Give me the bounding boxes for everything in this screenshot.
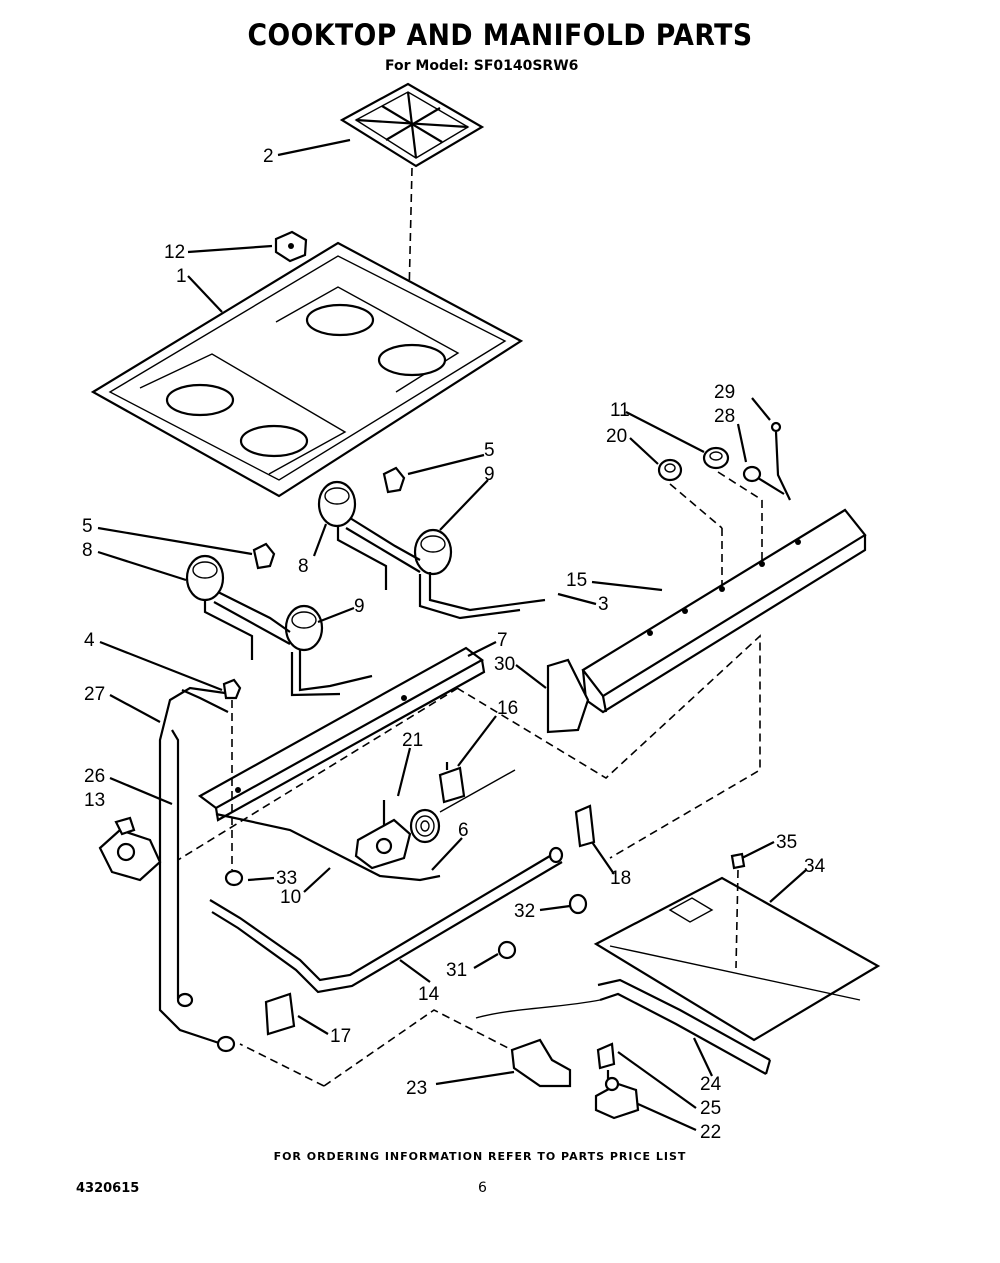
fitting-part-32 — [568, 893, 588, 915]
callout-23: 23 — [406, 1078, 427, 1099]
valve-part-21 — [354, 800, 412, 870]
callout-3: 3 — [598, 594, 609, 615]
burner-assembly-right — [317, 466, 546, 620]
callout-13: 13 — [84, 790, 105, 811]
callout-28: 28 — [714, 406, 735, 427]
bracket-part-18 — [574, 804, 596, 848]
knob-guide-line-1 — [669, 483, 723, 529]
leader-lines — [97, 138, 807, 1132]
callout-4: 4 — [84, 630, 95, 651]
knob-guide-line-2 — [717, 471, 763, 501]
cooktop-part-1 — [90, 241, 524, 498]
tube-end-fitting — [216, 1035, 236, 1053]
callout-7: 7 — [497, 630, 508, 651]
lower-guide-2 — [239, 1043, 325, 1087]
callout-31: 31 — [446, 960, 467, 981]
callout-34: 34 — [804, 856, 826, 877]
manifold-pipe-part-10 — [215, 812, 441, 882]
page-number: 6 — [478, 1180, 487, 1196]
callout-18: 18 — [610, 868, 631, 889]
safety-valve-parts-25-22 — [594, 1042, 640, 1120]
callout-27: 27 — [84, 684, 105, 705]
callout-1: 1 — [176, 266, 187, 287]
callout-5-left: 5 — [82, 516, 93, 537]
lower-manifold-part-14 — [209, 846, 564, 994]
callout-30: 30 — [494, 654, 515, 675]
callout-15: 15 — [566, 570, 587, 591]
ordering-note: FOR ORDERING INFORMATION REFER TO PARTS … — [273, 1150, 687, 1163]
callout-26: 26 — [84, 766, 105, 787]
document-number: 4320615 — [76, 1181, 140, 1196]
bracket-part-12 — [274, 230, 308, 263]
callout-17: 17 — [330, 1026, 351, 1047]
page-title: COOKTOP AND MANIFOLD PARTS — [247, 18, 753, 52]
oven-burner-part-24 — [597, 978, 772, 1075]
oven-frame-guide — [456, 634, 761, 859]
callout-16: 16 — [497, 698, 518, 719]
support-bar-part-7 — [197, 646, 486, 822]
bracket-part-30 — [546, 658, 590, 734]
lower-guide — [323, 1009, 513, 1087]
nut-part-4 — [222, 678, 242, 700]
igniter-part-23 — [475, 999, 601, 1088]
frame-guide-2 — [177, 687, 459, 861]
callout-29: 29 — [714, 382, 735, 403]
callout-33: 33 — [276, 868, 297, 889]
knobs-parts-20-11-28-29 — [657, 421, 791, 501]
tube-fitting — [176, 992, 194, 1008]
callout-11: 11 — [610, 400, 630, 421]
screw-part-35 — [730, 852, 746, 870]
thermostat-part-6 — [409, 769, 516, 844]
part-35-guide — [735, 869, 739, 969]
regulator-part-13 — [98, 816, 162, 882]
model-subtitle: For Model: SF0140SRW6 — [385, 58, 579, 74]
callout-9-lower: 9 — [354, 596, 365, 617]
callout-6: 6 — [458, 820, 469, 841]
gas-tube-part-26 — [171, 729, 193, 1002]
oven-bottom-part-34 — [593, 876, 881, 1042]
callout-20: 20 — [606, 426, 627, 447]
tube-bend — [181, 688, 229, 713]
callout-10: 10 — [280, 887, 301, 908]
grate-part-2 — [339, 82, 485, 168]
control-panel-part-15 — [581, 508, 867, 714]
callout-32: 32 — [514, 901, 535, 922]
callout-12: 12 — [164, 242, 185, 263]
callout-22: 22 — [700, 1122, 721, 1143]
callout-5-upper: 5 — [484, 440, 495, 461]
bracket-part-17 — [264, 992, 296, 1036]
callout-8-left: 8 — [82, 540, 93, 561]
burner-assembly-left — [185, 542, 373, 697]
callout-24: 24 — [700, 1074, 722, 1095]
switch-part-16 — [438, 762, 466, 804]
orifice-part-33 — [224, 869, 244, 887]
callout-8-center: 8 — [298, 556, 309, 577]
fitting-part-31 — [497, 940, 517, 960]
callout-2: 2 — [263, 146, 274, 167]
gas-tube-part-27 — [158, 686, 226, 1047]
grate-guide-line — [407, 167, 413, 339]
callout-9-upper: 9 — [484, 464, 495, 485]
callout-21: 21 — [402, 730, 423, 751]
callout-14: 14 — [418, 984, 440, 1005]
callout-25: 25 — [700, 1098, 721, 1119]
callout-35: 35 — [776, 832, 797, 853]
